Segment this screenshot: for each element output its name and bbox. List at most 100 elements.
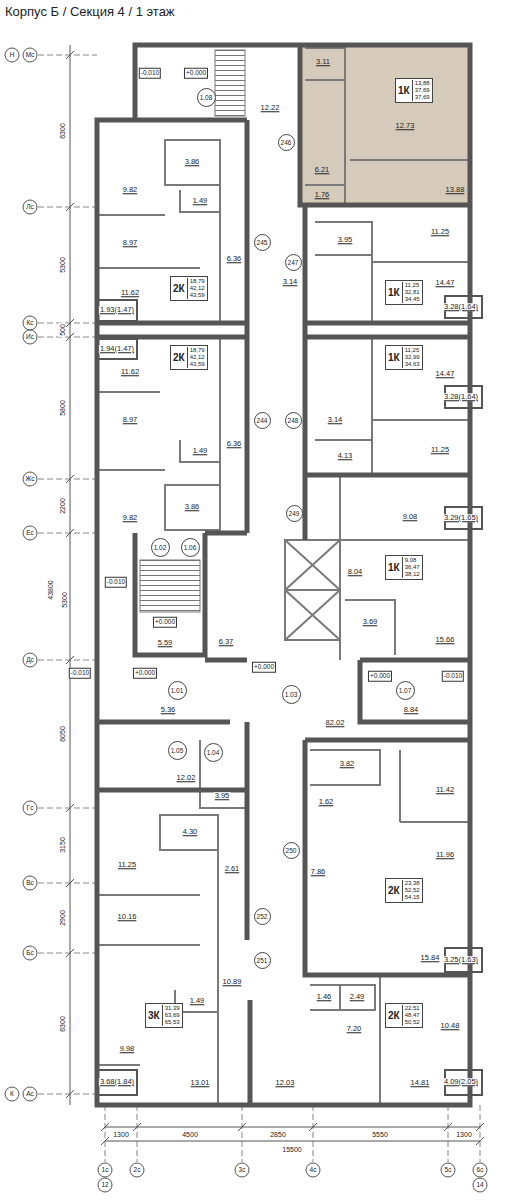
room-area: 9.82 (122, 514, 139, 522)
room-area: 3.14 (327, 416, 344, 424)
room-number: 1.03 (285, 691, 298, 698)
dimension: 3150 (59, 836, 66, 854)
room-area: 3.11 (315, 58, 331, 66)
room-number-circle: 1.05 (168, 741, 187, 760)
room-area: 4.30 (182, 828, 199, 836)
room-area: 13.88 (445, 186, 466, 194)
axis-label: Лс (26, 204, 34, 211)
room-area: 10.16 (117, 913, 138, 921)
apartment-area: 18,79 (190, 347, 205, 354)
room-number: 1.04 (207, 749, 220, 756)
dimension: 2850 (269, 1131, 287, 1138)
room-area: 1.76 (314, 191, 331, 199)
axis-label: Дс (26, 657, 34, 664)
apartment-area: 54,15 (405, 894, 420, 901)
elevation-mark: -0.010 (105, 577, 127, 588)
area-column: 22,5148,4750,52 (402, 1005, 420, 1026)
room-area: 12.22 (260, 104, 281, 112)
room-area: 3.28(1.64) (443, 393, 479, 401)
room-area: 3.68(1.84) (99, 1078, 135, 1086)
apartment-type: 1К (388, 562, 400, 573)
apartment-area: 48,47 (405, 1012, 420, 1019)
room-area: 3.95 (337, 236, 354, 244)
room-number-circle: 251 (254, 952, 271, 969)
apartment-type: 3К (148, 1010, 160, 1021)
apartment-area: 37,69 (415, 87, 430, 94)
apartment-type: 2К (173, 283, 185, 294)
apartment-badge: 2К22,5148,4750,52 (385, 1003, 423, 1028)
room-area: 12.03 (275, 1079, 296, 1087)
room-area: 1.46 (316, 993, 333, 1001)
apartment-area: 18,79 (190, 278, 205, 285)
room-number: 1.01 (171, 687, 184, 694)
elevation-mark: +0.000 (368, 671, 392, 682)
area-column: 13,8837,6937,69 (412, 80, 430, 101)
room-area: 6.37 (218, 638, 235, 646)
axis-lines (38, 55, 480, 1162)
axis-label: 14 (476, 1182, 483, 1189)
axis-label: 4с (310, 1167, 317, 1174)
apartment-area: 43,59 (190, 361, 205, 368)
apartment-badge: 2К18,7942,1243,59 (170, 345, 208, 370)
apartment-type: 2К (173, 352, 185, 363)
room-area: 2.61 (224, 865, 241, 873)
room-area: 3.14 (282, 278, 299, 286)
elevation-mark: +0.000 (153, 617, 177, 628)
axis-label: 3с (239, 1167, 246, 1174)
room-number-circle: 248 (285, 412, 302, 429)
room-area: 10.48 (440, 1022, 461, 1030)
room-area: 8.97 (122, 239, 139, 247)
elevation-mark: +0.000 (133, 668, 157, 679)
room-number-circle: 1.01 (168, 681, 187, 700)
room-area: 3.86 (184, 503, 201, 511)
apartment-area: 9,08 (405, 557, 420, 564)
room-area: 1.94(1.47) (99, 345, 135, 353)
room-area: 1.49 (192, 197, 209, 205)
room-area: 2.49 (349, 993, 366, 1001)
apartment-area: 32,81 (405, 289, 420, 296)
room-area: 11.25 (430, 446, 450, 454)
dimension: 2200 (59, 497, 66, 515)
apartment-area: 63,69 (165, 1012, 180, 1019)
apartment-type: 1К (398, 85, 410, 96)
room-area: 11.25 (430, 228, 450, 236)
apartment-badge: 1К11,2532,9934,63 (385, 345, 423, 370)
room-number-circle: 252 (254, 908, 271, 925)
area-column: 9,0836,4738,12 (402, 557, 420, 578)
room-number-circle: 1.04 (204, 743, 223, 762)
room-area: 14.47 (435, 370, 456, 378)
axis-label: 5с (445, 1167, 452, 1174)
room-number: 245 (257, 239, 268, 246)
apartment-badge: 1К9,0836,4738,12 (385, 555, 423, 580)
room-number-circle: 250 (283, 842, 300, 859)
room-number-circle: 1.03 (282, 685, 301, 704)
room-area: 15.66 (435, 636, 456, 644)
dimension: 6300 (59, 1015, 66, 1033)
area-column: 23,3852,5254,15 (402, 880, 420, 901)
room-area: 4.09(2.05) (443, 1078, 479, 1086)
axis-label: Н (10, 52, 15, 59)
apartment-badge: 1К13,8837,6937,69 (395, 78, 433, 103)
room-number: 1.06 (184, 544, 197, 551)
room-area: 8.84 (403, 706, 420, 714)
apartment-type: 1К (388, 352, 400, 363)
room-area: 13.01 (190, 1079, 211, 1087)
room-number: 1.05 (171, 747, 184, 754)
room-area: 3.69 (362, 618, 379, 626)
room-number-circle: 1.07 (396, 681, 415, 700)
room-area: 3.29(1.65) (443, 514, 479, 522)
elevation-mark: +0.000 (252, 662, 276, 673)
dimension: 4500 (181, 1131, 199, 1138)
dimension: 5550 (371, 1131, 389, 1138)
room-area: 5.36 (160, 706, 177, 714)
apartment-badge: 2К23,3852,5254,15 (385, 878, 423, 903)
room-number-circle: 247 (285, 254, 302, 271)
room-area: 8.97 (122, 416, 139, 424)
room-area: 11.62 (120, 368, 140, 376)
room-area: 9.08 (402, 513, 419, 521)
apartment-area: 22,51 (405, 1005, 420, 1012)
axis-label: Жс (25, 476, 34, 483)
stair (140, 560, 200, 612)
elevation-mark: -0.010 (139, 68, 161, 79)
